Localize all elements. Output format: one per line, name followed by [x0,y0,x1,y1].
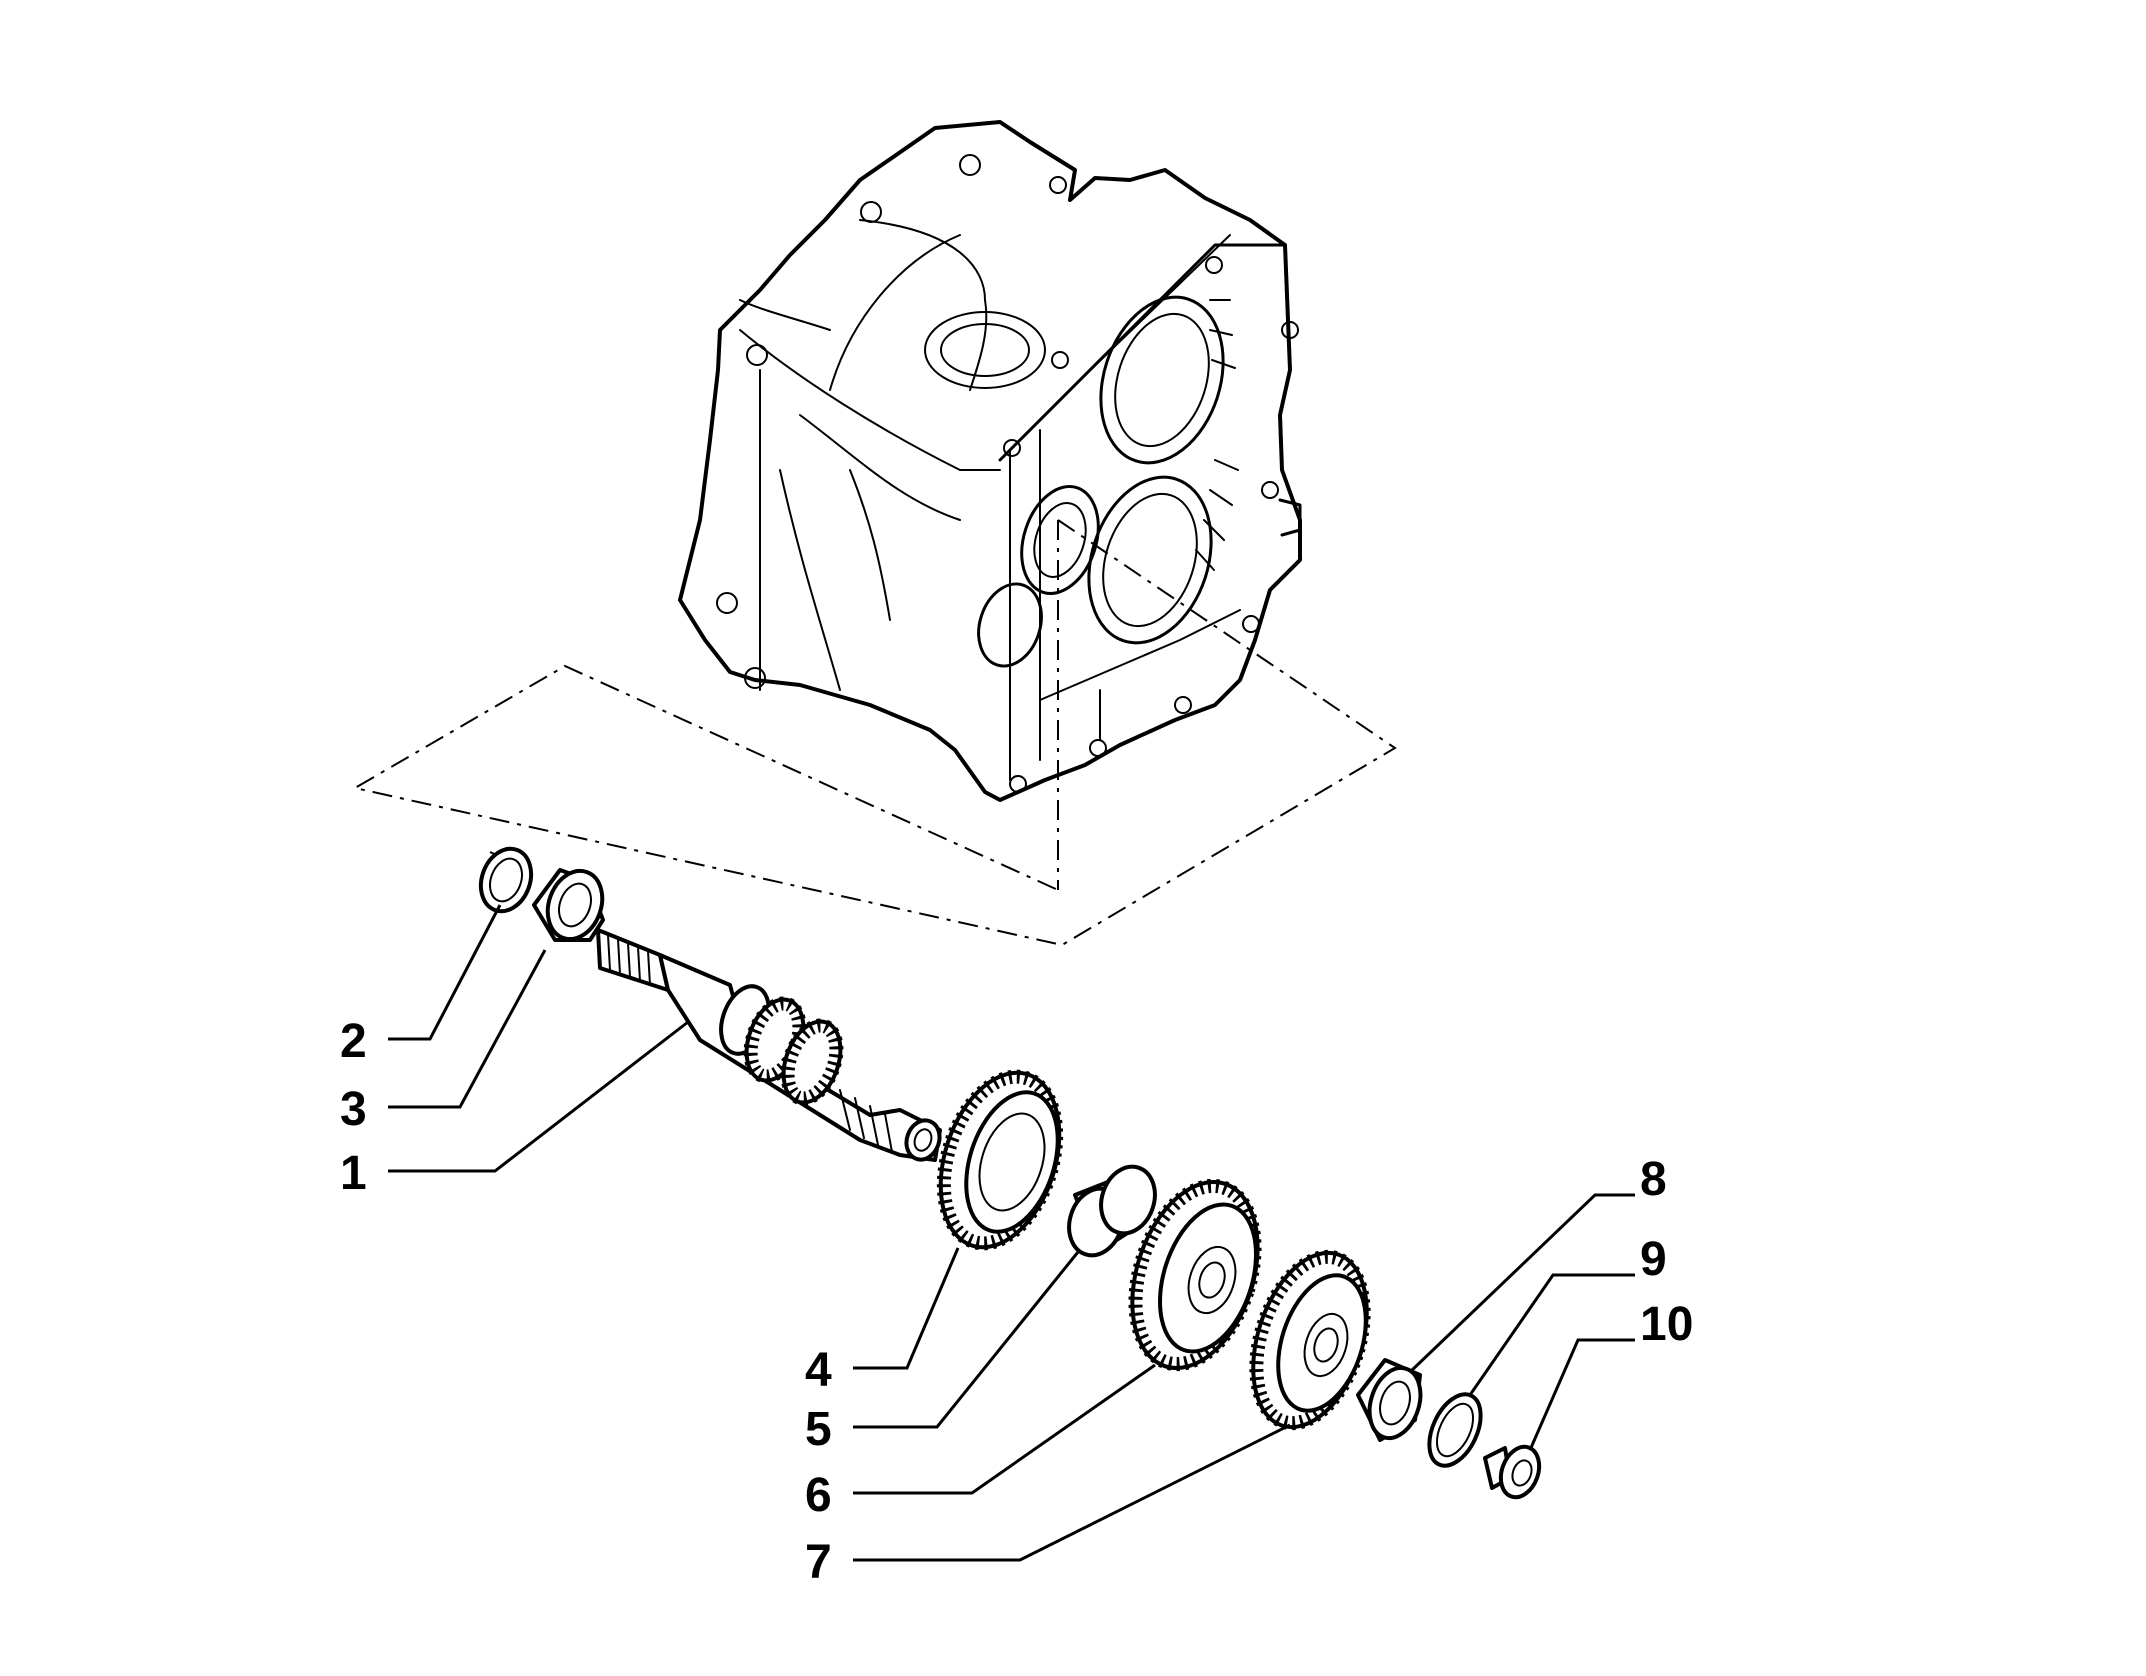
part-4-gear [936,1069,1064,1251]
callout-labels: 1 2 3 4 5 6 7 8 9 10 [340,1015,1693,1589]
leader-10 [1528,1338,1635,1451]
leader-9 [1468,1273,1635,1396]
part-1-shaft [596,928,942,1162]
callout-8: 8 [1640,1153,1667,1206]
part-7-gear [1249,1249,1371,1431]
callout-7: 7 [805,1536,832,1589]
leader-6 [853,1363,1156,1495]
callout-5: 5 [805,1403,832,1456]
leader-lines [388,904,1635,1562]
leader-4 [853,1247,960,1370]
part-10-bolt [1483,1444,1542,1500]
part-3-bearing [532,868,605,942]
callout-9: 9 [1640,1233,1667,1286]
leader-1 [388,1020,689,1173]
callout-1: 1 [340,1147,367,1200]
leader-8 [1408,1193,1635,1374]
gearbox-housing [678,120,1302,802]
part-5-bushing [1067,1164,1157,1258]
part-6-gear [1128,1178,1262,1372]
leader-3 [388,949,547,1109]
part-2-washer [478,846,534,914]
callout-10: 10 [1640,1298,1693,1351]
leader-2 [388,904,502,1041]
part-9-ring [1427,1392,1483,1468]
callout-2: 2 [340,1015,367,1068]
leader-5 [853,1251,1080,1429]
callout-3: 3 [340,1083,367,1136]
callout-6: 6 [805,1469,832,1522]
callout-4: 4 [805,1344,832,1397]
leader-7 [853,1423,1291,1562]
part-8-bearing [1356,1358,1423,1442]
